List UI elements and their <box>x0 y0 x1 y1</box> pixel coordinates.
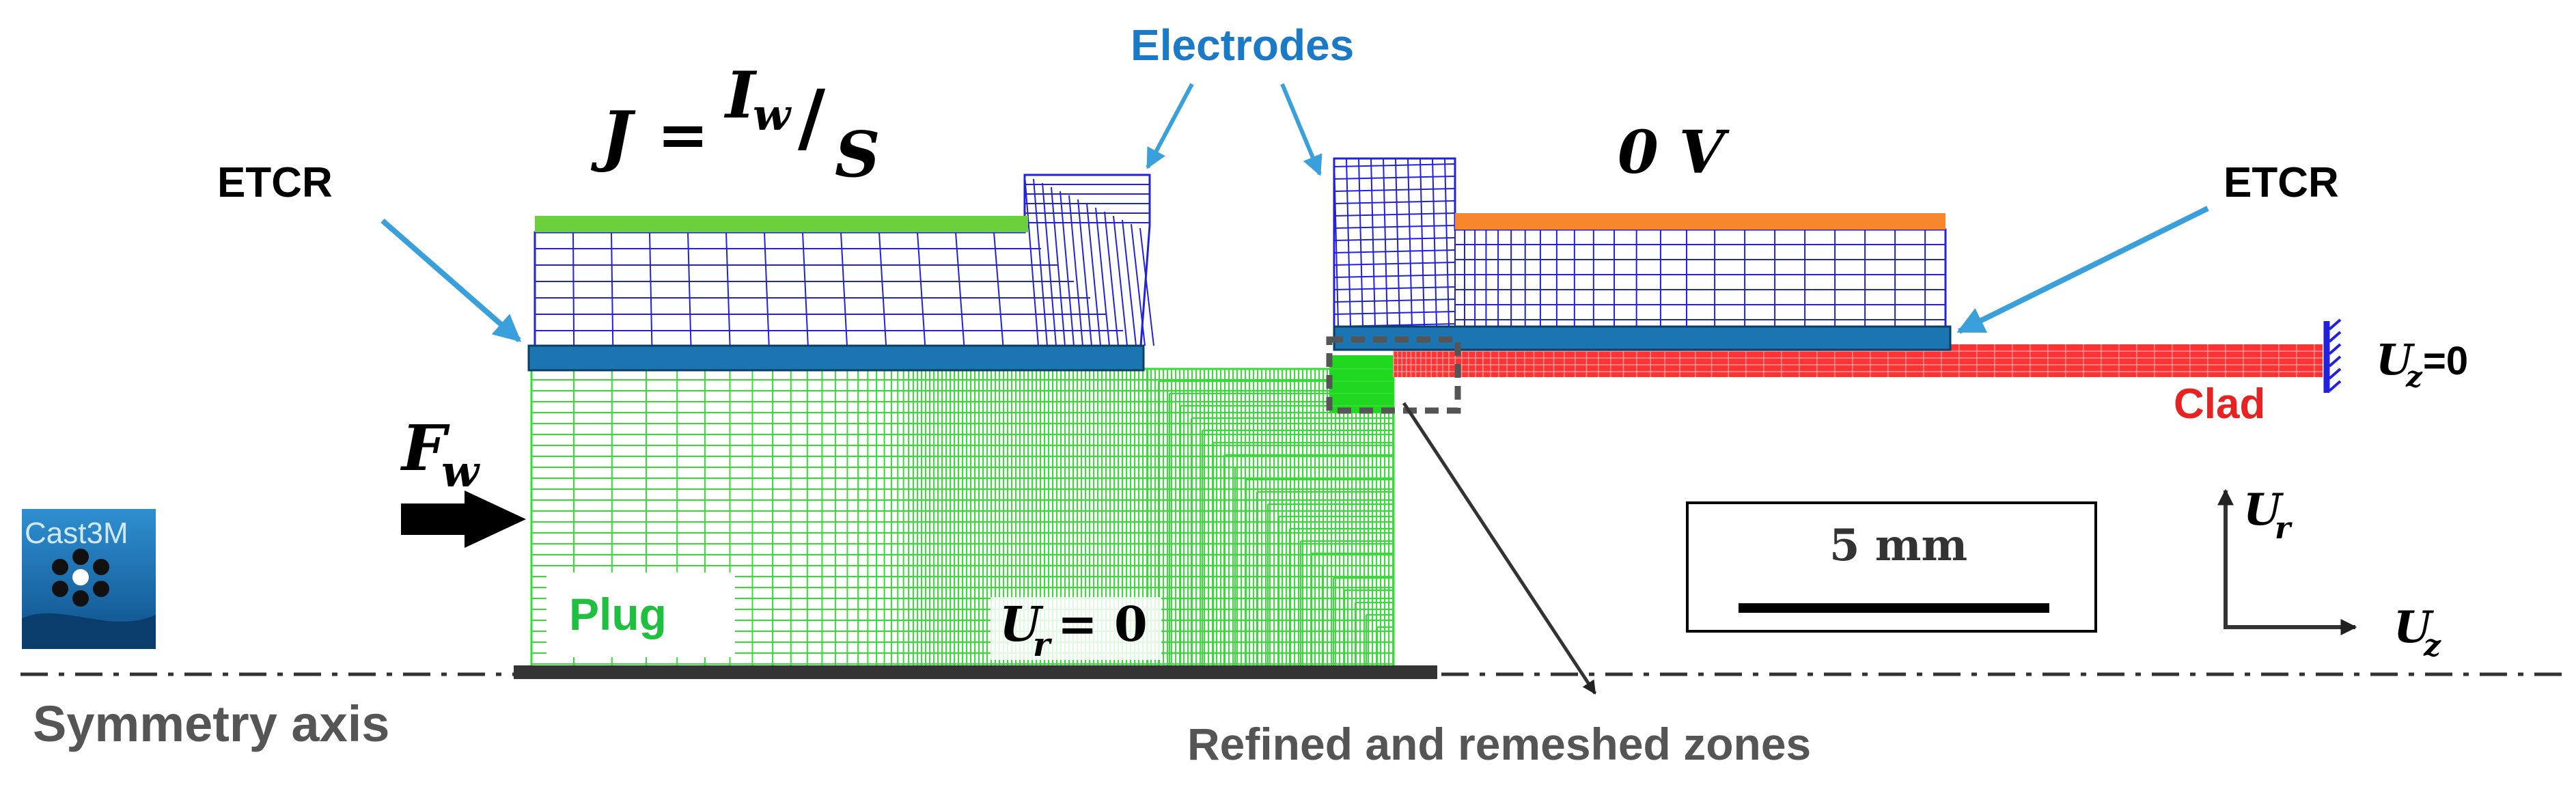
axis-z-z-sub: z <box>2423 629 2441 663</box>
eq-S: S <box>835 118 880 191</box>
plug-label-box <box>546 572 735 657</box>
uz-U: U <box>2376 335 2415 385</box>
ur-zero-support-bar <box>514 665 1437 679</box>
etcr-right-arrow <box>1956 206 2209 334</box>
ur-eq: = 0 <box>1057 596 1148 652</box>
force-arrow-icon <box>401 491 526 548</box>
eq-w-sub: w <box>753 89 792 141</box>
scale-bar-label: 5 mm <box>1829 520 1967 571</box>
etcr-left-bar <box>527 344 1145 372</box>
plug-label: Plug <box>569 589 667 639</box>
axis-z-U: U <box>2394 602 2435 653</box>
uz-z-sub: z <box>2405 360 2423 394</box>
electrodes-label: Electrodes <box>1131 20 1354 70</box>
ur-label-box <box>991 597 1161 660</box>
clad-label: Clad <box>2174 381 2265 428</box>
electrode-left-green-strip <box>535 216 1028 232</box>
electrode-right-mesh <box>1333 157 1947 328</box>
refined-zones-label: Refined and remeshed zones <box>1187 719 1811 769</box>
etcr-right-label: ETCR <box>2224 159 2339 206</box>
ur-U: U <box>999 596 1044 652</box>
eq-slash: / <box>798 73 826 161</box>
electrode-right-orange-strip <box>1455 213 1945 230</box>
electrodes-arrow-left <box>1146 83 1194 169</box>
electrodes-arrow-right <box>1280 83 1322 176</box>
etcr-left-label: ETCR <box>217 159 333 206</box>
scale-bar-line <box>1739 603 2049 613</box>
cast3m-logo-text: Cast3M <box>25 516 128 550</box>
force-F: F <box>400 411 450 485</box>
current-density-equation: J = I w / S <box>590 58 880 191</box>
etcr-left-arrow <box>380 218 522 343</box>
electrode-left-mesh <box>534 174 1154 347</box>
eq-I: I <box>723 58 758 133</box>
eq-J: J <box>590 97 636 174</box>
cast3m-logo: Cast3M <box>22 509 156 649</box>
force-w-sub: w <box>441 446 480 497</box>
zero-volt-label: 0 V <box>1618 118 1730 187</box>
symmetry-axis-label: Symmetry axis <box>33 695 389 752</box>
axis-r-U: U <box>2243 484 2284 536</box>
refined-zone-pointer <box>1402 402 1597 695</box>
eq-equals: = <box>657 98 708 171</box>
clamp-icon <box>2323 318 2342 393</box>
uz-eq-zero: =0 <box>2423 339 2468 383</box>
axis-r-r-sub: r <box>2275 511 2293 546</box>
etcr-right-bar <box>1333 325 1952 351</box>
ur-r-sub: r <box>1033 626 1053 664</box>
molecule-icon <box>52 549 109 607</box>
refined-zone-box <box>1326 336 1461 414</box>
